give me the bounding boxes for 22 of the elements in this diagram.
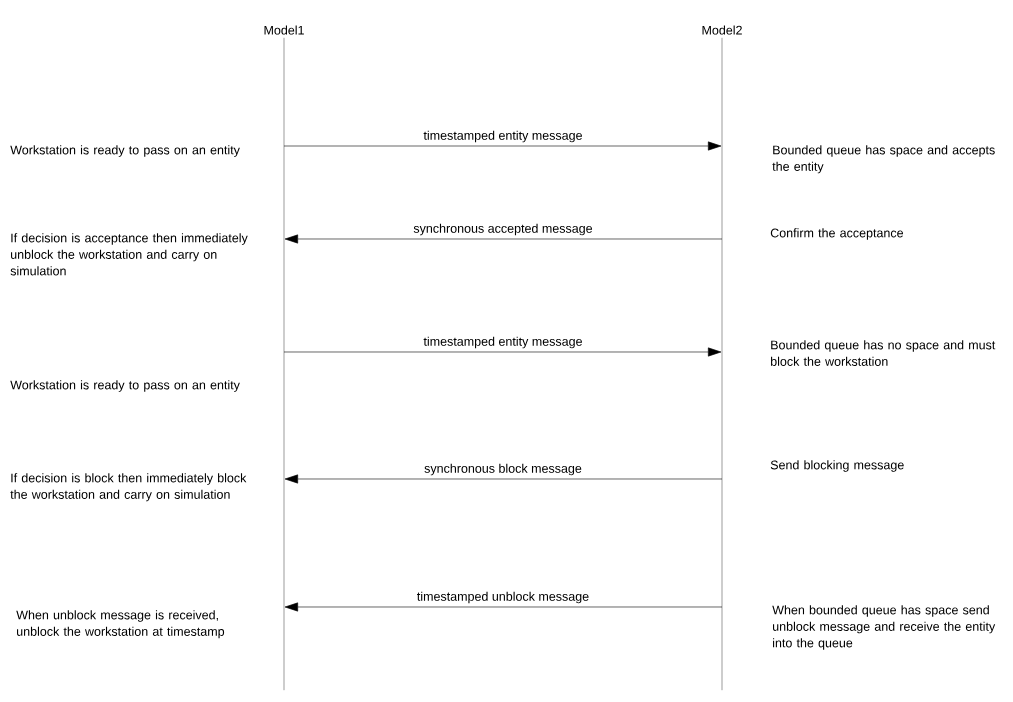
note-text: Workstation is ready to pass on an entity [10,380,240,392]
edge-label: timestamped unblock message [417,591,589,604]
note-text: If decision is block then immediately block the workstation and carry on simulation [10,473,247,502]
edge-label: synchronous block message [424,463,582,476]
lifeline: Model2 [702,25,742,691]
note-text: Bounded queue has no space and must block the workstation [771,340,996,366]
lifeline: Model1 [264,25,304,691]
edge-label: synchronous accepted message [413,223,593,236]
arrow [283,141,722,151]
note-text: Send blocking message [770,460,904,472]
edge-label: timestamped entity message [423,336,582,349]
note-text: When bounded queue has space send unblock message and receive the entity into the queue [772,605,996,650]
edge-label: timestamped entity message [423,130,582,143]
note-text: Workstation is ready to pass on an entity [10,145,240,157]
arrow [284,602,723,612]
note-text: Bounded queue has space and accepts the entity [772,145,995,174]
note-text: Confirm the acceptance [770,228,903,240]
arrow [284,474,723,484]
arrow [284,234,723,244]
note-text: If decision is acceptance then immediately unblock the workstation and carry on simulation [10,233,248,276]
arrow [283,347,722,357]
note-text: When unblock message is received, unblock the workstation at timestamp [16,610,225,639]
